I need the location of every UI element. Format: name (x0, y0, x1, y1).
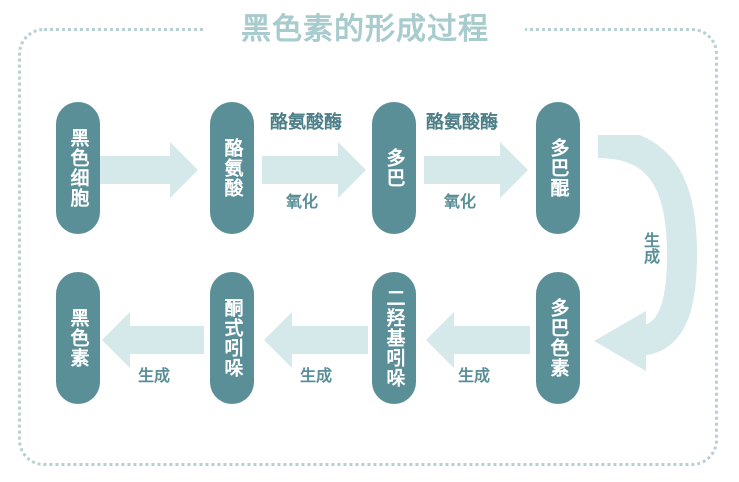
node-melanin: 黑色素 (56, 272, 100, 404)
label-enzyme-2: 酪氨酸酶 (426, 112, 498, 133)
arrow-tyrosine-to-dopa (262, 142, 366, 198)
arrow-dopa-to-dopaquinone (424, 142, 528, 198)
node-indolequinone: 酮式吲哚 (210, 272, 254, 404)
node-tyrosine: 酪氨酸 (210, 102, 254, 234)
node-dopa: 多巴 (372, 102, 416, 234)
node-dihydroxyindole: 二羟基吲哚 (372, 272, 416, 404)
label-generate-1: 生成 (458, 366, 491, 385)
node-dopaquinone: 多巴醌 (536, 102, 580, 234)
label-generate-curve: 生成 (641, 232, 660, 264)
label-generate-2: 生成 (300, 366, 333, 385)
node-dopachrome: 多巴色素 (536, 272, 580, 404)
node-melanocyte: 黑色细胞 (56, 102, 100, 234)
label-enzyme-1: 酪氨酸酶 (270, 112, 342, 133)
arrow-dopachrome-to-dihydroxyindole (426, 312, 530, 368)
label-oxidize-1: 氧化 (286, 192, 319, 211)
arrow-indolequinone-to-melanin (102, 312, 204, 368)
arrow-dihydroxyindole-to-indolequinone (264, 312, 368, 368)
arrow-melanocyte-to-tyrosine (100, 142, 198, 198)
label-oxidize-2: 氧化 (444, 192, 477, 211)
arrow-curve-dopaquinone-to-dopachrome (594, 135, 698, 371)
diagram-title: 黑色素的形成过程 (205, 8, 525, 52)
label-generate-3: 生成 (138, 366, 171, 385)
